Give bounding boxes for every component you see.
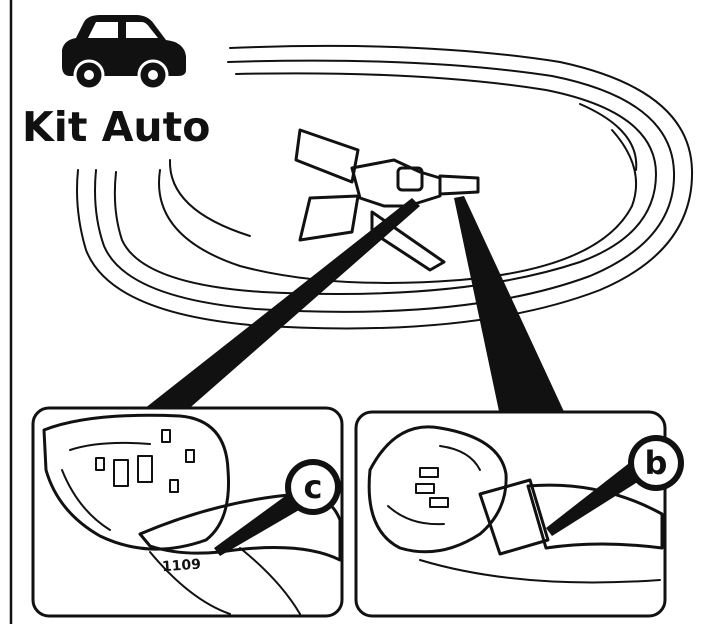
seat-outline <box>76 44 694 330</box>
pointer-wedge-b <box>454 196 566 416</box>
callout-b-label: b <box>645 444 668 482</box>
panel-code: 1109 <box>161 557 201 576</box>
callout-b-badge: b <box>628 435 684 491</box>
car-icon <box>62 15 186 91</box>
detail-panel-right <box>354 410 667 618</box>
callout-c-badge: c <box>285 459 341 515</box>
callout-c-label: c <box>304 468 323 506</box>
pointer-wedge-c <box>130 198 420 420</box>
brand-name: Kit Auto <box>22 103 210 151</box>
belt-buckle-assembly <box>294 128 480 272</box>
detail-panel-left: 1109 <box>31 406 344 618</box>
